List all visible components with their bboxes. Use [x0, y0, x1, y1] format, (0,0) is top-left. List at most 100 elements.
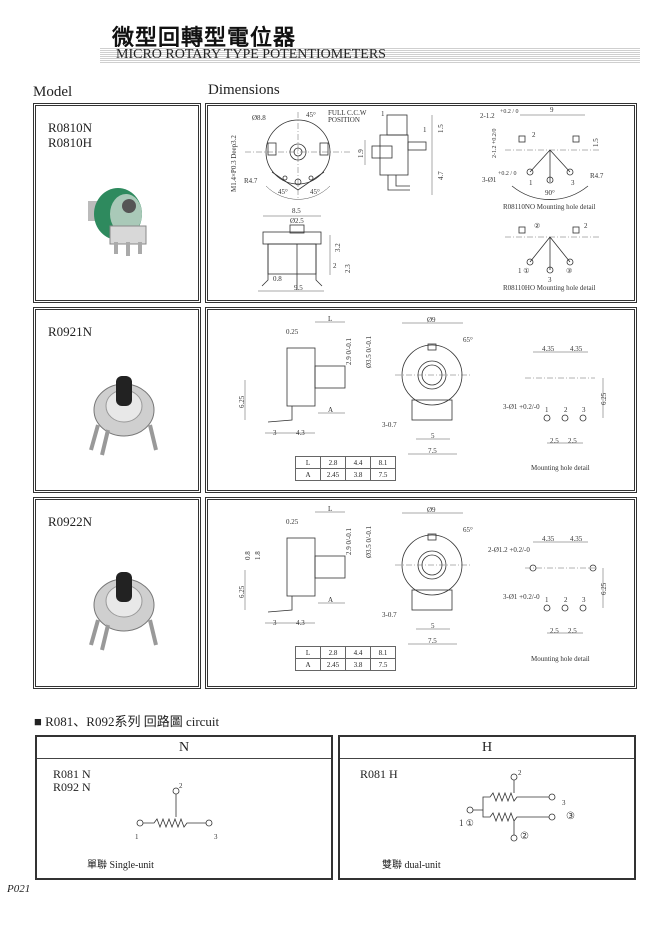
table-cell: 7.5	[370, 468, 396, 481]
circuit-model: R092 N	[53, 780, 91, 794]
circuit-caption: 雙聯 dual-unit	[382, 860, 441, 871]
dim-label: ③	[566, 267, 573, 275]
table-cell: L	[295, 646, 321, 659]
dimensions-cell-r0810	[205, 103, 637, 303]
table-cell: L	[295, 456, 321, 469]
mounting-caption: Mounting hole detail	[531, 655, 590, 663]
dim-label: 2-Ø1.2 +0.2/-0	[488, 546, 530, 554]
title-band: MICRO ROTARY TYPE POTENTIOMETERS	[100, 47, 640, 63]
dim-label: R4.7	[590, 172, 604, 180]
dim-label: 0.8	[273, 275, 282, 283]
circuit-caption: 單聯 Single-unit	[87, 860, 154, 871]
dim-label: 5	[431, 432, 435, 440]
model-cell-r0922: R0922N	[33, 497, 201, 689]
table-cell: 2.8	[320, 646, 346, 659]
circuit-header-n: N	[37, 737, 331, 759]
table-cell: 7.5	[370, 658, 396, 671]
circuit-box-h: H R081 H 2 3 ③ 1 ① ② 雙聯 dual-unit	[338, 735, 636, 880]
circuit-box-n: N R081 N R092 N 2 1 3 單聯 Single-unit	[35, 735, 333, 880]
pin-label: 2	[179, 782, 183, 790]
mounting-caption: Mounting hole detail	[531, 464, 590, 472]
dim-label: 1	[423, 126, 427, 134]
dim-label: L	[328, 315, 333, 323]
mounting-caption: R08110HO Mounting hole detail	[503, 284, 596, 292]
dim-label: 6.25	[600, 392, 608, 405]
dim-label: Ø8.8	[252, 114, 266, 122]
pin-label: ②	[520, 831, 529, 842]
dim-label: 1 ①	[518, 267, 530, 275]
table-cell: 4.4	[345, 646, 371, 659]
table-cell: 3.8	[345, 658, 371, 671]
dim-label: L	[328, 505, 333, 513]
dim-label: 1	[381, 110, 385, 118]
single-unit-schematic	[136, 787, 213, 829]
dim-label: 1.8	[254, 551, 262, 560]
dim-label: R4.7	[244, 177, 258, 185]
model-name: R0921N	[48, 324, 93, 339]
dimensions-cell-r0921	[205, 307, 637, 493]
dim-label: 2	[333, 262, 337, 270]
table-cell: 8.1	[370, 646, 396, 659]
model-cell-r0921: R0921N	[33, 307, 201, 493]
dim-label: 7.5	[428, 447, 437, 455]
title-chinese: 微型回轉型電位器	[112, 26, 297, 51]
dim-label: 1.5	[437, 124, 445, 133]
dim-label: 3	[548, 276, 552, 284]
dim-label: A	[328, 596, 334, 604]
dim-label: 3-0.7	[382, 611, 397, 619]
dim-label: 3	[582, 406, 586, 414]
dim-label: POSITION	[328, 116, 360, 124]
dim-label: 2-1.2	[480, 112, 495, 120]
dim-label: 4.35	[542, 345, 555, 353]
model-name: R0810H	[48, 135, 93, 150]
table-cell: A	[295, 468, 321, 481]
square-bullet-icon: ■	[34, 714, 46, 729]
circuit-header-h: H	[340, 737, 634, 759]
dim-label: 0.25	[286, 328, 299, 336]
model-name: R0922N	[48, 514, 93, 529]
dim-label: 45°	[306, 111, 316, 119]
dim-label: 9	[550, 106, 554, 114]
dim-label: Ø3.5 0/-0.1	[365, 525, 373, 558]
dim-label: 6.25	[238, 395, 246, 408]
dimensions-column-header: Dimensions	[208, 82, 280, 98]
dim-label: Ø9	[427, 506, 436, 514]
r0810-photo	[88, 188, 147, 256]
dim-label: 8.5	[292, 207, 301, 215]
dim-label: 2.3	[344, 264, 352, 273]
dim-label: 90°	[545, 189, 555, 197]
pin-label: 3	[562, 799, 566, 807]
dim-label: 1	[545, 596, 549, 604]
dim-label: 2.5	[568, 627, 577, 635]
model-name: R0810N	[48, 120, 93, 135]
dim-label: 2.9 0/-0.1	[345, 337, 353, 365]
table-cell: 8.1	[370, 456, 396, 469]
dim-label: 2.5	[550, 627, 559, 635]
page-number: P021	[7, 883, 31, 895]
dim-label: 4.7	[437, 171, 445, 180]
circuit-model: R081 N	[53, 767, 91, 781]
dim-label: +0.2 / 0	[500, 109, 519, 115]
dim-label: M1.4×P0.3 Deep3.2	[230, 135, 238, 192]
dim-label: 3	[273, 619, 277, 627]
pin-label: 1	[135, 833, 139, 841]
dim-label: 4.3	[296, 619, 305, 627]
dimensions-cell-r0922	[205, 497, 637, 689]
table-cell: 3.8	[345, 468, 371, 481]
dim-label: 3	[582, 596, 586, 604]
dim-label: 4.35	[542, 535, 555, 543]
dim-label: 4.3	[296, 429, 305, 437]
pin-label: 2	[518, 769, 522, 777]
circuit-section-title: ■ R081、R092系列 回路圖 circuit	[34, 711, 219, 730]
dim-label: 2	[584, 222, 588, 230]
dim-label: 4.35	[570, 345, 583, 353]
dim-label: 2-1.2 +0.2/0	[492, 128, 498, 158]
dim-label: 6.25	[600, 582, 608, 595]
dim-label: 2.5	[568, 437, 577, 445]
dim-label: 3-Ø1 +0.2/-0	[503, 403, 540, 411]
dim-label: Ø2.5	[290, 217, 304, 225]
pin-label: 1 ①	[459, 818, 474, 828]
